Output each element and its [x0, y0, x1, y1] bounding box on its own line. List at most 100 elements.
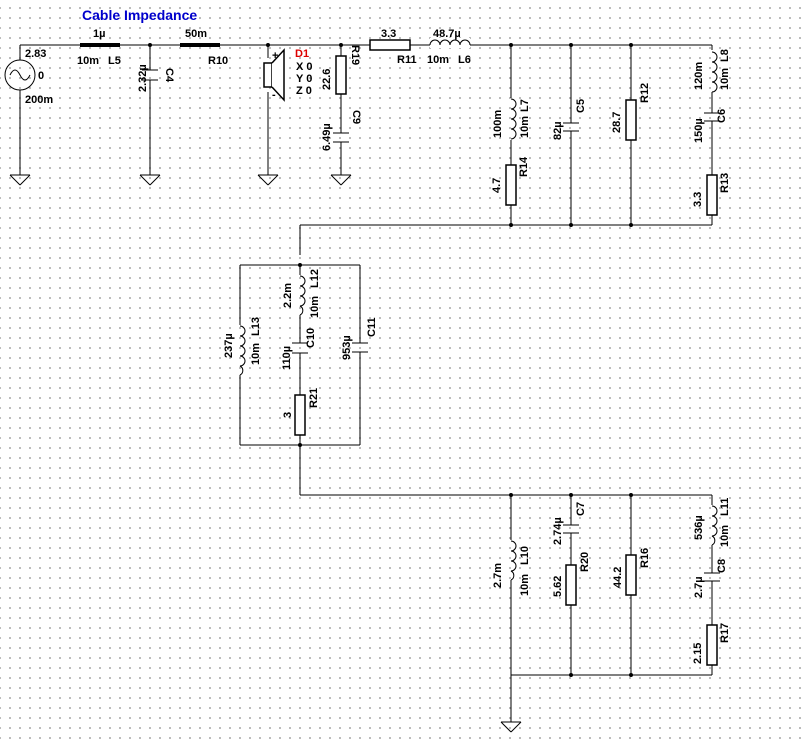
- source-label-1: 2.83: [25, 48, 46, 60]
- l8-name: L8: [719, 49, 731, 62]
- r20-value: 5.62: [552, 576, 564, 597]
- r19-name: R19: [349, 45, 361, 65]
- l12-resistance: 10m: [309, 296, 321, 318]
- ground-source: [9, 174, 31, 186]
- r16-value: 44.2: [612, 567, 624, 588]
- r11-value: 3.3: [381, 28, 396, 40]
- l11-name: L11: [719, 498, 731, 516]
- l6-resistance: 10m: [427, 54, 449, 66]
- l7-name: L7: [519, 99, 531, 112]
- inductor-l13[interactable]: [239, 325, 246, 376]
- inductor-l10[interactable]: [510, 540, 517, 581]
- source-label-2: 0: [38, 70, 44, 82]
- driver-name: D1: [295, 48, 309, 60]
- c10-value: 110µ: [281, 346, 293, 370]
- driver-x: X 0: [296, 61, 313, 73]
- r17-name: R17: [719, 623, 731, 643]
- ground-bottom: [500, 721, 522, 733]
- resistor-r20[interactable]: [565, 564, 577, 606]
- l11-resistance: 10m: [719, 525, 731, 547]
- c8-value: 2.7µ: [693, 576, 705, 598]
- wires: [19, 44, 713, 722]
- c4-name: C4: [163, 68, 175, 83]
- speaker-driver-d1[interactable]: [263, 48, 285, 102]
- c6-name: C6: [716, 109, 728, 123]
- l5-value: 1µ: [93, 28, 105, 40]
- l10-value: 2.7m: [492, 563, 504, 588]
- c5-value: 82µ: [552, 121, 564, 140]
- schematic-title: Cable Impedance: [82, 7, 197, 23]
- inductor-l11[interactable]: [711, 505, 718, 546]
- r10-value: 50m: [185, 28, 207, 40]
- c9-name: C9: [350, 110, 362, 124]
- resistor-r16[interactable]: [625, 554, 637, 596]
- inductor-l8[interactable]: [711, 51, 718, 93]
- l8-value: 120m: [693, 62, 705, 90]
- voltage-source[interactable]: [4, 59, 36, 91]
- l6-name: L6: [458, 54, 471, 66]
- l5-name: L5: [108, 55, 121, 67]
- l10-name: L10: [519, 546, 531, 565]
- c8-name: C8: [716, 559, 728, 573]
- inductor-l7[interactable]: [510, 98, 517, 140]
- capacitor-c11[interactable]: [352, 342, 368, 353]
- resistor-r17[interactable]: [706, 624, 718, 666]
- l7-value: 100m: [492, 110, 504, 138]
- driver-minus: -: [272, 89, 276, 101]
- c9-value: 6.49µ: [321, 123, 333, 151]
- c7-name: C7: [575, 502, 587, 516]
- resistor-r14[interactable]: [505, 164, 517, 206]
- capacitor-c4[interactable]: [142, 69, 158, 81]
- resistor-r10[interactable]: [180, 43, 220, 47]
- l13-name: L13: [250, 317, 262, 336]
- ground-c9: [330, 174, 352, 186]
- inductor-l6[interactable]: [429, 38, 471, 48]
- r21-name: R21: [308, 388, 320, 408]
- resistor-r12[interactable]: [625, 99, 637, 141]
- c7-value: 2.74µ: [552, 517, 564, 545]
- r19-value: 22.6: [321, 69, 333, 90]
- c11-name: C11: [366, 317, 378, 337]
- r13-value: 3.3: [692, 192, 704, 207]
- l8-resistance: 10m: [719, 68, 731, 90]
- l13-value: 237µ: [223, 333, 235, 358]
- capacitor-c9[interactable]: [333, 132, 349, 143]
- l12-name: L12: [309, 269, 321, 288]
- junction-dots: [148, 43, 633, 677]
- resistor-r11[interactable]: [369, 39, 411, 51]
- l11-value: 536µ: [693, 515, 705, 540]
- r17-value: 2.15: [692, 643, 704, 664]
- resistor-r21[interactable]: [294, 394, 306, 436]
- inductor-l12[interactable]: [299, 275, 306, 316]
- r12-name: R12: [639, 83, 651, 103]
- c11-value: 953µ: [341, 335, 353, 360]
- r11-name: R11: [397, 54, 417, 66]
- r14-name: R14: [518, 156, 530, 177]
- r13-name: R13: [719, 173, 731, 193]
- capacitor-c7[interactable]: [563, 524, 579, 534]
- source-label-3: 200m: [25, 94, 53, 106]
- r14-value: 4.7: [491, 178, 503, 193]
- l5-resistance: 10m: [77, 55, 99, 67]
- l13-resistance: 10m: [250, 343, 262, 365]
- r21-value: 3: [282, 412, 294, 418]
- r16-name: R16: [639, 548, 651, 568]
- resistor-r19[interactable]: [335, 55, 347, 95]
- capacitor-c6[interactable]: [704, 112, 720, 122]
- capacitor-c5[interactable]: [563, 122, 579, 132]
- l6-value: 48.7µ: [433, 28, 461, 40]
- l12-value: 2.2m: [282, 283, 294, 308]
- c10-name: C10: [305, 328, 317, 348]
- r10-name: R10: [208, 55, 228, 67]
- ground-c4: [139, 174, 161, 186]
- capacitor-c8[interactable]: [704, 572, 720, 582]
- inductor-l5[interactable]: [80, 43, 120, 47]
- resistor-r13[interactable]: [706, 174, 718, 216]
- l10-resistance: 10m: [519, 574, 531, 596]
- driver-plus: +: [272, 50, 278, 62]
- r12-value: 28.7: [611, 112, 623, 133]
- capacitor-c10[interactable]: [292, 342, 308, 354]
- l7-resistance: 10m: [519, 116, 531, 138]
